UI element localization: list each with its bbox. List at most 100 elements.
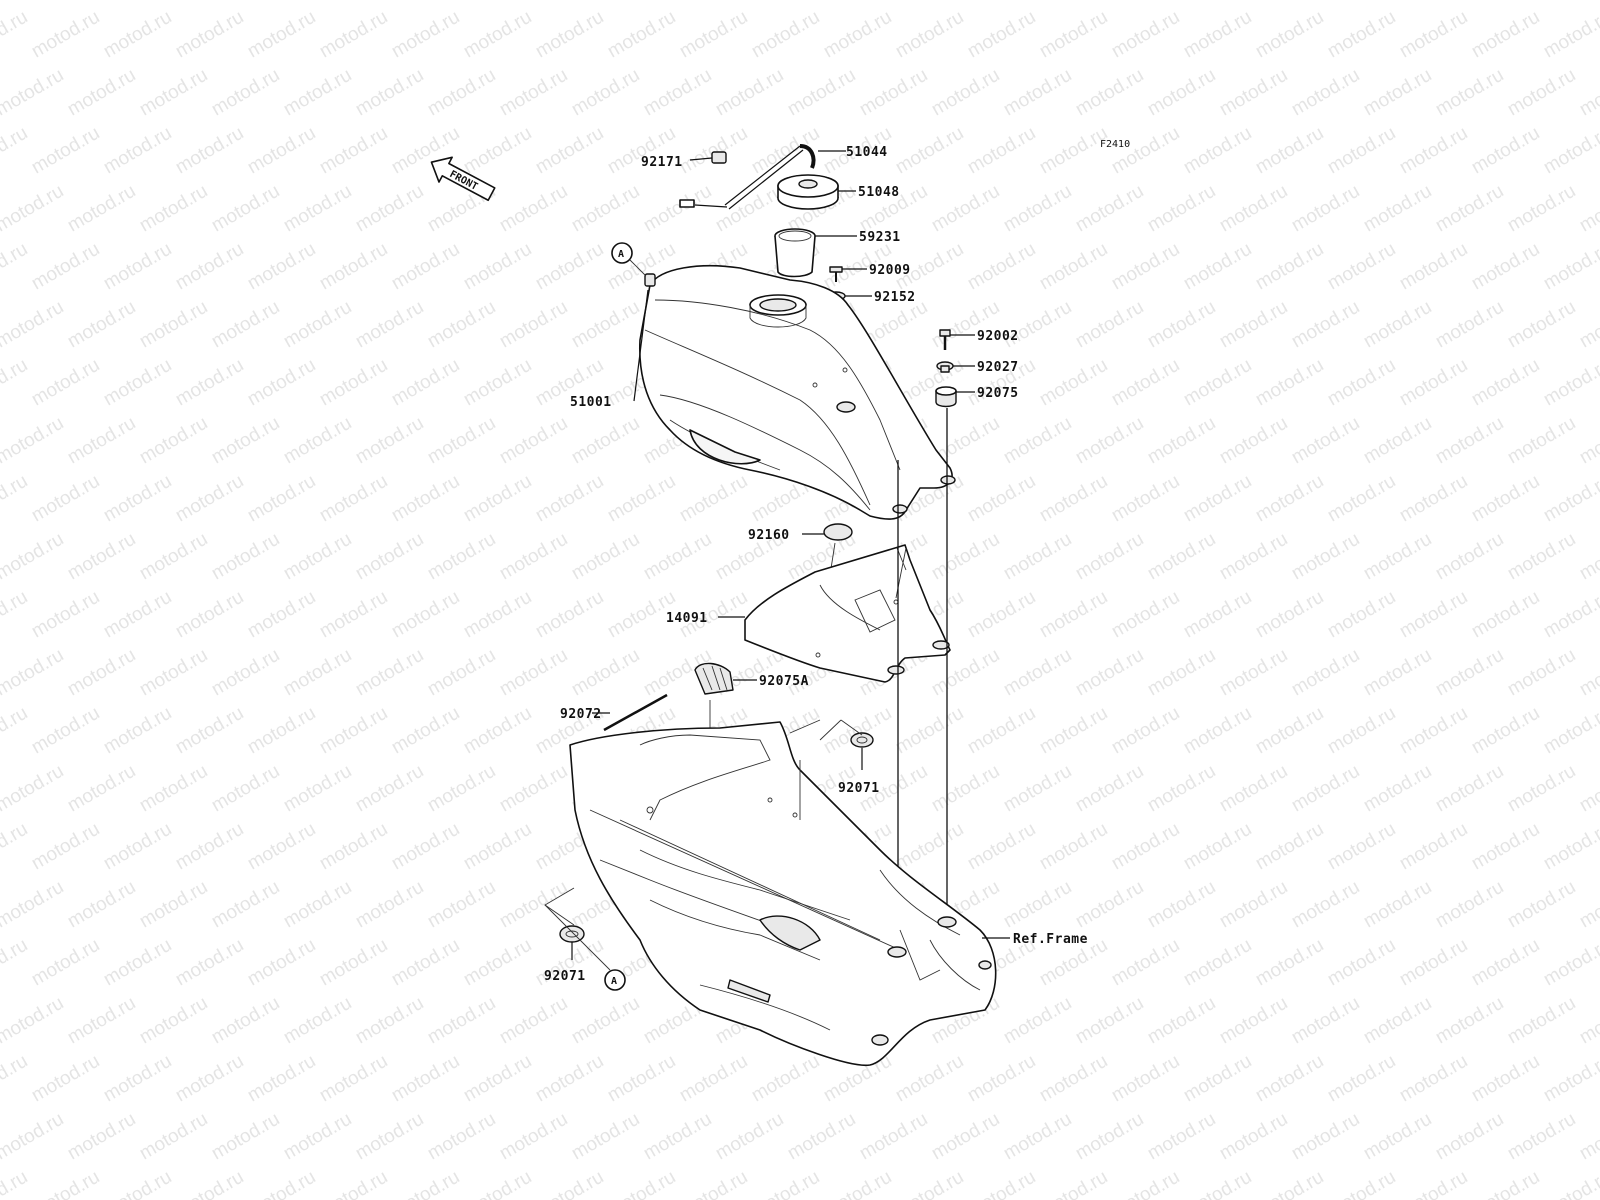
watermark-text: motod.ru: [1540, 239, 1600, 295]
watermark-text: motod.ru: [1504, 993, 1579, 1049]
watermark-text: motod.ru: [352, 181, 427, 237]
watermark-text: motod.ru: [1396, 1167, 1471, 1200]
watermark-text: motod.ru: [0, 703, 31, 759]
watermark-text: motod.ru: [388, 239, 463, 295]
watermark-text: motod.ru: [244, 587, 319, 643]
watermark-text: motod.ru: [892, 123, 967, 179]
watermark-text: motod.ru: [460, 471, 535, 527]
watermark-text: motod.ru: [28, 1051, 103, 1107]
watermark-text: motod.ru: [1288, 993, 1363, 1049]
watermark-text: motod.ru: [172, 355, 247, 411]
watermark-text: motod.ru: [100, 703, 175, 759]
watermark-text: motod.ru: [100, 471, 175, 527]
watermark-text: motod.ru: [100, 935, 175, 991]
watermark-text: motod.ru: [1216, 0, 1291, 4]
watermark-text: motod.ru: [748, 1167, 823, 1200]
watermark-text: motod.ru: [280, 1109, 355, 1165]
watermark-text: motod.ru: [604, 471, 679, 527]
watermark-text: motod.ru: [352, 761, 427, 817]
watermark-text: motod.ru: [244, 471, 319, 527]
watermark-text: motod.ru: [1144, 413, 1219, 469]
watermark-text: motod.ru: [1072, 529, 1147, 585]
watermark-text: motod.ru: [388, 1167, 463, 1200]
watermark-text: motod.ru: [244, 7, 319, 63]
watermark-text: motod.ru: [460, 587, 535, 643]
watermark-text: motod.ru: [1324, 471, 1399, 527]
watermark-text: motod.ru: [208, 0, 283, 4]
part-14091-cover: [744, 544, 951, 683]
watermark-text: motod.ru: [1360, 65, 1435, 121]
watermark-text: motod.ru: [1180, 819, 1255, 875]
watermark-text: motod.ru: [496, 761, 571, 817]
watermark-text: motod.ru: [1180, 1167, 1255, 1200]
watermark-text: motod.ru: [1144, 877, 1219, 933]
watermark-text: motod.ru: [1108, 819, 1183, 875]
watermark-text: motod.ru: [64, 1109, 139, 1165]
watermark-text: motod.ru: [1108, 935, 1183, 991]
watermark-text: motod.ru: [568, 413, 643, 469]
watermark-text: motod.ru: [748, 7, 823, 63]
watermark-text: motod.ru: [1036, 123, 1111, 179]
watermark-text: motod.ru: [100, 7, 175, 63]
watermark-text: motod.ru: [928, 181, 1003, 237]
watermark-text: motod.ru: [64, 413, 139, 469]
watermark-text: motod.ru: [640, 1109, 715, 1165]
watermark-text: motod.ru: [496, 413, 571, 469]
callout-51001: 51001: [570, 395, 612, 410]
watermark-text: motod.ru: [1252, 819, 1327, 875]
watermark-text: motod.ru: [964, 7, 1039, 63]
watermark-text: motod.ru: [100, 355, 175, 411]
watermark-text: motod.ru: [136, 181, 211, 237]
watermark-text: motod.ru: [1324, 123, 1399, 179]
watermark-text: motod.ru: [1432, 1109, 1507, 1165]
watermark-text: motod.ru: [136, 0, 211, 4]
callout-14091: 14091: [666, 611, 708, 626]
watermark-text: motod.ru: [1072, 1109, 1147, 1165]
watermark-text: motod.ru: [892, 1167, 967, 1200]
watermark-text: motod.ru: [172, 7, 247, 63]
watermark-text: motod.ru: [1144, 0, 1219, 4]
watermark-text: motod.ru: [208, 645, 283, 701]
watermark-text: motod.ru: [1432, 413, 1507, 469]
watermark-text: motod.ru: [1036, 355, 1111, 411]
watermark-text: motod.ru: [1360, 993, 1435, 1049]
watermark-text: motod.ru: [1144, 529, 1219, 585]
watermark-text: motod.ru: [1396, 1051, 1471, 1107]
watermark-text: motod.ru: [1576, 993, 1600, 1049]
callout-59231: 59231: [859, 230, 901, 245]
watermark-text: motod.ru: [1396, 703, 1471, 759]
watermark-text: motod.ru: [1036, 7, 1111, 63]
watermark-text: motod.ru: [244, 355, 319, 411]
watermark-text: motod.ru: [1468, 819, 1543, 875]
watermark-text: motod.ru: [1432, 297, 1507, 353]
watermark-text: motod.ru: [1576, 413, 1600, 469]
watermark-text: motod.ru: [64, 181, 139, 237]
watermark-text: motod.ru: [1576, 65, 1600, 121]
watermark-text: motod.ru: [496, 877, 571, 933]
watermark-text: motod.ru: [280, 413, 355, 469]
watermark-text: motod.ru: [568, 645, 643, 701]
watermark-text: motod.ru: [1252, 123, 1327, 179]
watermark-text: motod.ru: [136, 993, 211, 1049]
watermark-text: motod.ru: [1324, 239, 1399, 295]
callout-51048: 51048: [858, 185, 900, 200]
watermark-text: motod.ru: [1576, 645, 1600, 701]
watermark-text: motod.ru: [1252, 7, 1327, 63]
watermark-text: motod.ru: [1540, 355, 1600, 411]
watermark-text: motod.ru: [1252, 239, 1327, 295]
watermark-text: motod.ru: [1072, 645, 1147, 701]
watermark-text: motod.ru: [1468, 1051, 1543, 1107]
watermark-text: motod.ru: [316, 703, 391, 759]
watermark-text: motod.ru: [316, 355, 391, 411]
watermark-text: motod.ru: [1108, 703, 1183, 759]
watermark-text: motod.ru: [1468, 355, 1543, 411]
callout-ref-frame: Ref.Frame: [1013, 932, 1088, 947]
watermark-text: motod.ru: [1540, 7, 1600, 63]
watermark-text: motod.ru: [1108, 239, 1183, 295]
watermark-text: motod.ru: [964, 1167, 1039, 1200]
callout-92027: 92027: [977, 360, 1019, 375]
watermark-text: motod.ru: [640, 181, 715, 237]
watermark-text: motod.ru: [496, 1109, 571, 1165]
ref-mark-a-bottom: A: [604, 969, 626, 991]
